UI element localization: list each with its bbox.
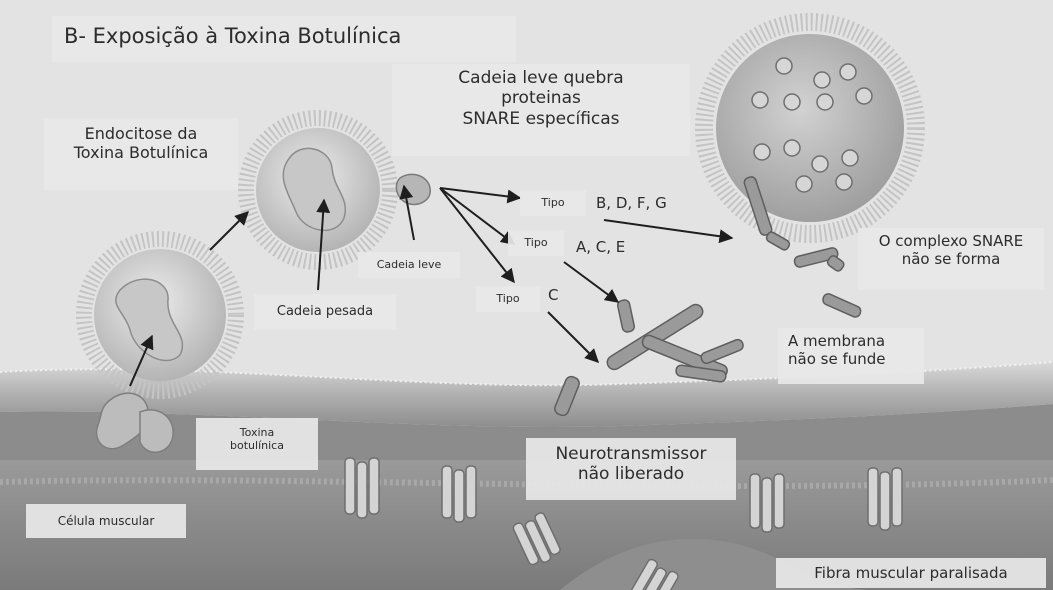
muscle-cell-label: Célula muscular [26, 504, 186, 538]
light-chain-cleaves-line2: proteinas [392, 88, 690, 108]
botulinum-toxin-label: Toxina botulínica [196, 418, 318, 470]
membrane-not-fuse-line1: A membrana [788, 332, 924, 350]
botulinum-toxin-line2: botulínica [196, 439, 318, 452]
membrane-not-fuse-label: A membrana não se funde [778, 328, 924, 384]
type-ace-tag: Tipo [508, 230, 564, 256]
paralyzed-fiber-label: Fibra muscular paralisada [776, 558, 1046, 588]
snare-not-formed-line1: O complexo SNARE [858, 232, 1044, 250]
light-chain-cleaves-line1: Cadeia leve quebra [392, 68, 690, 88]
light-chain-cleaves-line3: SNARE específicas [392, 109, 690, 129]
endocytosis-label: Endocitose da Toxina Botulínica [44, 118, 238, 190]
type-c-tag: Tipo [476, 286, 540, 312]
botulinum-toxin-line1: Toxina [196, 426, 318, 439]
endocytosis-label-line1: Endocitose da [44, 124, 238, 143]
type-bdfg-tag: Tipo [520, 190, 586, 216]
light-chain-cleaves-label: Cadeia leve quebra proteinas SNARE espec… [392, 64, 690, 156]
membrane-not-fuse-line2: não se funde [788, 350, 924, 368]
neurotransmitter-line2: não liberado [526, 464, 736, 484]
snare-not-formed-line2: não se forma [858, 250, 1044, 268]
light-chain-label: Cadeia leve [358, 252, 460, 278]
heavy-chain-label: Cadeia pesada [254, 294, 396, 330]
neurotransmitter-line1: Neurotransmissor [526, 444, 736, 464]
type-ace-label: A, C, E [576, 238, 625, 256]
neurotransmitter-label: Neurotransmissor não liberado [526, 438, 736, 500]
snare-not-formed-label: O complexo SNARE não se forma [858, 228, 1044, 290]
type-bdfg-label: B, D, F, G [596, 194, 667, 212]
diagram-title: B- Exposição à Toxina Botulínica [52, 16, 516, 62]
endocytosis-label-line2: Toxina Botulínica [44, 143, 238, 162]
type-c-label: C [548, 286, 558, 304]
